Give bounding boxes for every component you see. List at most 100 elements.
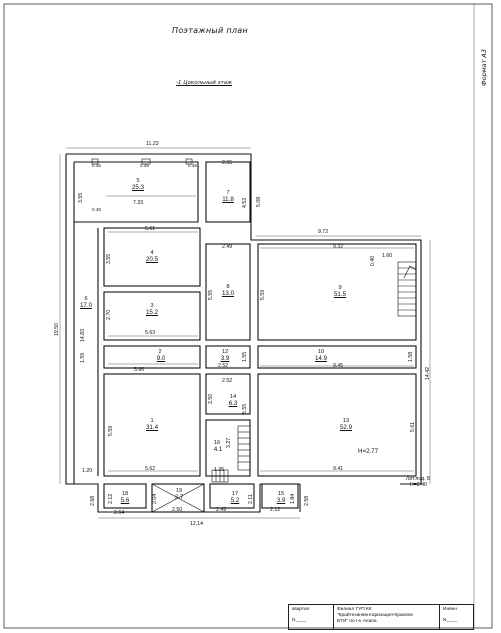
plan-title: Поэтажный план bbox=[172, 26, 249, 35]
dim-label: 1.60 bbox=[382, 253, 393, 259]
room-8-area: 13.0 bbox=[221, 290, 235, 297]
dim-label: 2.12 bbox=[108, 493, 114, 504]
dim-label: 14.83 bbox=[80, 329, 86, 342]
room-13-area: 52.9 bbox=[339, 424, 353, 431]
dim-label: 5.62 bbox=[145, 466, 156, 472]
stamp-kvartal-cell: квартал N____ bbox=[289, 605, 334, 629]
room-6-area: 17.0 bbox=[79, 302, 93, 309]
dim-label: 1.84 bbox=[290, 493, 296, 504]
room-14-area: 6.3 bbox=[228, 400, 238, 407]
room-3-number: 3 bbox=[150, 303, 154, 309]
lit-height: H=2.40 bbox=[410, 482, 427, 488]
stamp-kvartal-value: N____ bbox=[292, 618, 307, 623]
room-15-number: 15 bbox=[277, 491, 285, 497]
room-10-number: 10 bbox=[317, 349, 325, 355]
title-stamp: квартал N____ Филиал ГУП КК "Крайтехинве… bbox=[288, 604, 474, 630]
room-17-area: 5.2 bbox=[230, 497, 240, 504]
dim-label: 2.49 bbox=[222, 244, 233, 250]
dim-right: 14.42 bbox=[425, 367, 431, 380]
dim-label: 5.63 bbox=[145, 330, 156, 336]
room-2-area: 9.0 bbox=[156, 355, 166, 362]
stamp-org-line3: БТИ" по г-к Анапа bbox=[337, 619, 377, 624]
dim-label: 5.61 bbox=[410, 421, 416, 432]
room-9-number: 9 bbox=[338, 285, 342, 291]
room-7-number: 7 bbox=[226, 190, 230, 196]
room-14-number: 14 bbox=[229, 394, 237, 400]
room-3-area: 15.2 bbox=[145, 309, 159, 316]
dim-label: 0.40 bbox=[370, 255, 376, 266]
room-6-number: 6 bbox=[84, 296, 88, 302]
dim-label: 5.08 bbox=[256, 196, 262, 207]
dim-label: 3.55 bbox=[78, 192, 84, 203]
room-4-area: 20.5 bbox=[145, 256, 159, 263]
dim-top: 11.23 bbox=[146, 141, 159, 147]
dim-label: 2.04 bbox=[152, 493, 158, 504]
dim-label: 5.59 bbox=[108, 425, 114, 436]
dim-label: 5.61 bbox=[145, 226, 156, 232]
room-15-area: 3.9 bbox=[276, 497, 286, 504]
dim-label: 2.52 bbox=[222, 378, 233, 384]
room-16-area: 4.1 bbox=[213, 446, 223, 453]
dim-label: 1.59 bbox=[80, 352, 86, 363]
dim-label: 2.50 bbox=[172, 507, 183, 513]
dim-label: 9.45 bbox=[333, 363, 344, 369]
room-16-number: 16 bbox=[213, 440, 221, 446]
stamp-inv-cell: Инвен N____ bbox=[439, 605, 473, 629]
dim-label: 2.12 bbox=[270, 507, 281, 513]
stamp-org-line2: "Крайтехинвентаризация-Краевое bbox=[337, 613, 414, 618]
dim-label: 1.58 bbox=[408, 351, 414, 362]
room-1-area: 31.4 bbox=[145, 424, 159, 431]
dim-label: 4.53 bbox=[242, 197, 248, 208]
room-18-number: 18 bbox=[121, 491, 129, 497]
room-12-area: 3.9 bbox=[220, 355, 230, 362]
room-5-number: 5 bbox=[136, 178, 140, 184]
dim-label: 2.49 bbox=[216, 507, 227, 513]
room-2-number: 2 bbox=[158, 349, 162, 355]
dim-label: 3.55 bbox=[106, 253, 112, 264]
stamp-inv-label: Инвен bbox=[443, 607, 457, 612]
dim-label: 9.32 bbox=[333, 244, 344, 250]
dim-label: 3.27 bbox=[226, 437, 232, 448]
dim-label: 1.20 bbox=[82, 468, 93, 474]
room-19-number: 19 bbox=[175, 488, 183, 494]
room-7-area: 11.8 bbox=[222, 196, 234, 203]
dim-label: 2.55 bbox=[222, 160, 233, 166]
dim-label: 1.25 bbox=[214, 467, 225, 473]
room-5-area: 25.3 bbox=[131, 184, 145, 191]
dim-label: 5.66 bbox=[134, 367, 145, 373]
dim-label: 5.55 bbox=[242, 403, 248, 414]
dim-bottom: 12.14 bbox=[190, 521, 203, 527]
room-12-number: 12 bbox=[221, 349, 229, 355]
room-19-area: 3.7 bbox=[174, 494, 184, 501]
room-8-number: 8 bbox=[226, 284, 230, 290]
dim-right-step: 9.72 bbox=[318, 229, 329, 235]
floor-subtitle: -1 Цокольный этаж bbox=[176, 80, 233, 86]
room-10-area: 14.9 bbox=[314, 355, 328, 362]
room-18-area: 5.6 bbox=[120, 497, 130, 504]
dim-label: 2.50 bbox=[208, 393, 214, 404]
dim-label: 2.11 bbox=[248, 494, 254, 504]
lit-note: Лит.под. Б bbox=[406, 476, 431, 482]
dim-label: 1.55 bbox=[242, 351, 248, 362]
room-1-number: 1 bbox=[150, 418, 154, 424]
ceiling-height: H=2.77 bbox=[358, 448, 379, 455]
dim-label: 0.45 bbox=[140, 163, 149, 168]
stamp-org-line1: Филиал ГУП КК bbox=[337, 607, 372, 612]
dim-label: 2.58 bbox=[304, 495, 310, 506]
dim-label: 0.45 bbox=[188, 163, 197, 168]
dim-label: 7.33 bbox=[133, 200, 144, 206]
stamp-inv-value: N____ bbox=[443, 618, 458, 623]
room-13-number: 13 bbox=[342, 418, 350, 424]
dim-label: 2.68 bbox=[90, 495, 96, 506]
dim-label: 5.59 bbox=[260, 289, 266, 300]
room-17-number: 17 bbox=[231, 491, 239, 497]
format-label: Формат А3 bbox=[480, 48, 488, 86]
dim-label: 2.70 bbox=[106, 309, 112, 320]
room-9-area: 51.5 bbox=[333, 291, 347, 298]
dim-label: 9.41 bbox=[333, 466, 344, 472]
room-4-number: 4 bbox=[150, 250, 154, 256]
stamp-kvartal-label: квартал bbox=[292, 607, 310, 612]
dim-label: 0.45 bbox=[92, 163, 101, 168]
